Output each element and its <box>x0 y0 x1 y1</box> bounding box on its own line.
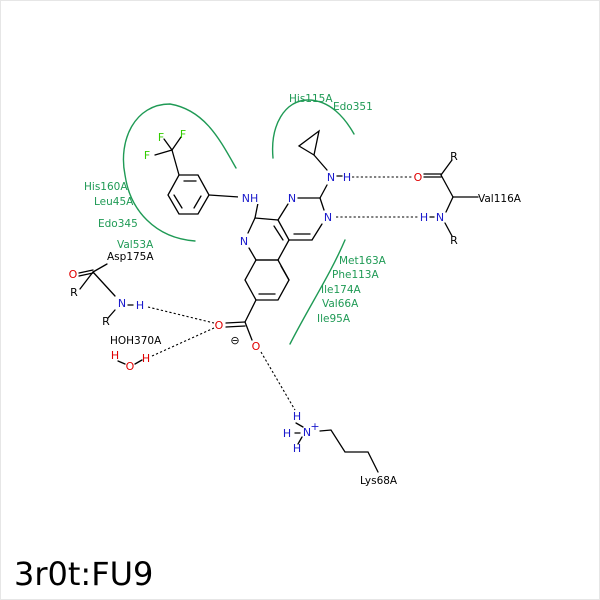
atom-h-asp175: H <box>136 299 144 312</box>
contact-label-ile174: Ile174A <box>321 284 362 296</box>
page-title: 3r0t:FU9 <box>14 555 153 593</box>
atom-labels: F F F NH N N N N H O O ⊖ O R H N R O R N… <box>69 128 459 455</box>
contact-labels: His115A Edo351 His160A Leu45A Edo345 Val… <box>84 93 387 325</box>
contact-label-edo345: Edo345 <box>98 218 138 230</box>
contact-label-leu45: Leu45A <box>94 196 134 208</box>
residue-labels: Val116A Asp175A HOH370A Lys68A <box>107 193 522 487</box>
label-asp175: Asp175A <box>107 251 154 263</box>
atom-n-amine: N <box>327 171 335 184</box>
label-val116: Val116A <box>478 193 522 205</box>
atom-r-val116-bottom: R <box>450 234 458 247</box>
atom-f1: F <box>158 131 164 144</box>
contact-arc-top <box>271 99 355 159</box>
atom-r-asp175-bottom: R <box>102 315 110 328</box>
atom-o-asp175: O <box>69 268 78 281</box>
contact-label-val66: Val66A <box>322 298 359 310</box>
contact-label-met163: Met163A <box>339 255 387 267</box>
atom-o-carboxyl-1: O <box>215 319 224 332</box>
hbond-o-lys68 <box>260 351 296 411</box>
atom-nh-link: NH <box>242 192 259 205</box>
atom-h-lys-3: H <box>293 442 301 455</box>
atom-f3: F <box>144 149 150 162</box>
atom-n-ringB-top: N <box>288 192 296 205</box>
hbond-asp175-o <box>147 306 215 324</box>
contact-label-his115: His115A <box>289 93 333 105</box>
contact-arc-left <box>122 103 237 242</box>
contact-label-his160: His160A <box>84 181 128 193</box>
atom-n-lys: N <box>303 426 311 439</box>
contact-label-edo351: Edo351 <box>333 101 373 113</box>
label-hoh370: HOH370A <box>110 335 162 347</box>
atom-n-ringB-right: N <box>324 211 332 224</box>
water <box>117 359 143 365</box>
atom-h-water-1: H <box>111 349 119 362</box>
hbond-hoh-o <box>151 327 215 357</box>
atom-f2: F <box>180 128 186 141</box>
lys68-residue <box>294 422 379 473</box>
atom-o-val116: O <box>414 171 423 184</box>
atom-h-lys-1: H <box>293 410 301 423</box>
atom-r-val116-top: R <box>450 150 458 163</box>
val116-residue <box>423 159 479 237</box>
charge-minus: ⊖ <box>230 334 239 347</box>
atom-h-val116: H <box>420 211 428 224</box>
hydrogen-bonds <box>147 176 418 411</box>
atom-o-water: O <box>126 360 135 373</box>
asp175-residue <box>78 263 134 319</box>
atom-n-ringA: N <box>240 235 248 248</box>
label-lys68: Lys68A <box>360 475 398 487</box>
contact-label-ile95: Ile95A <box>317 313 351 325</box>
atom-h-amine: H <box>343 171 351 184</box>
atom-h-water-2: H <box>142 352 150 365</box>
charge-plus: + <box>310 420 319 433</box>
contact-label-phe113: Phe113A <box>332 269 379 281</box>
contact-label-val53: Val53A <box>117 239 154 251</box>
atom-o-carboxyl-2: O <box>252 340 261 353</box>
atom-r-asp175-left: R <box>70 286 78 299</box>
label-backgrounds <box>238 190 262 204</box>
ligand-bonds <box>154 129 343 341</box>
contact-arc-right <box>289 239 346 345</box>
atom-n-asp175: N <box>118 297 126 310</box>
atom-n-val116: N <box>436 211 444 224</box>
atom-h-lys-2: H <box>283 427 291 440</box>
